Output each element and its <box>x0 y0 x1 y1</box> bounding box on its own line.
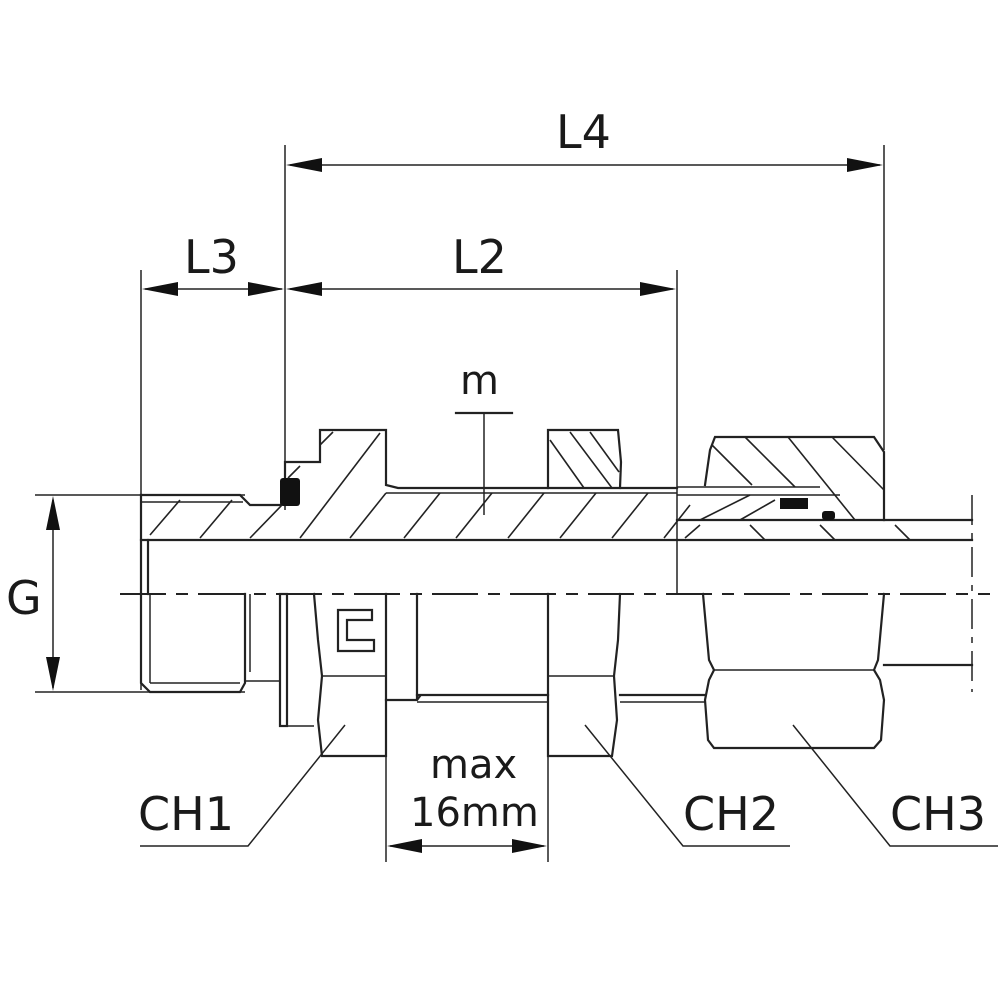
dimension-max-16mm: max 16mm <box>385 700 549 862</box>
label-max: max <box>430 742 517 788</box>
label-l4: L4 <box>556 105 611 159</box>
callout-ch2: CH2 <box>584 724 790 847</box>
seal-ring-1 <box>780 498 808 509</box>
body-section-upper <box>139 428 974 596</box>
label-16mm: 16mm <box>410 790 539 836</box>
label-l3: L3 <box>184 230 239 284</box>
seal-ring-2 <box>822 511 835 520</box>
o-ring-seal <box>280 478 300 506</box>
label-l2: L2 <box>452 230 507 284</box>
union-nut-section <box>675 435 974 541</box>
dimension-l2: L2 <box>286 230 678 595</box>
callout-ch1: CH1 <box>138 724 346 847</box>
label-g: G <box>6 571 42 625</box>
label-ch1: CH1 <box>138 787 234 841</box>
marking-symbol <box>336 608 376 653</box>
label-ch3: CH3 <box>890 787 986 841</box>
dimension-l4: L4 <box>284 105 885 510</box>
dimension-l3: L3 <box>140 230 284 690</box>
callout-ch3: CH3 <box>792 724 998 847</box>
label-ch2: CH2 <box>683 787 779 841</box>
label-m: m <box>460 358 499 404</box>
surface-marker-m: m <box>454 358 514 515</box>
body-exterior-lower <box>139 592 974 758</box>
